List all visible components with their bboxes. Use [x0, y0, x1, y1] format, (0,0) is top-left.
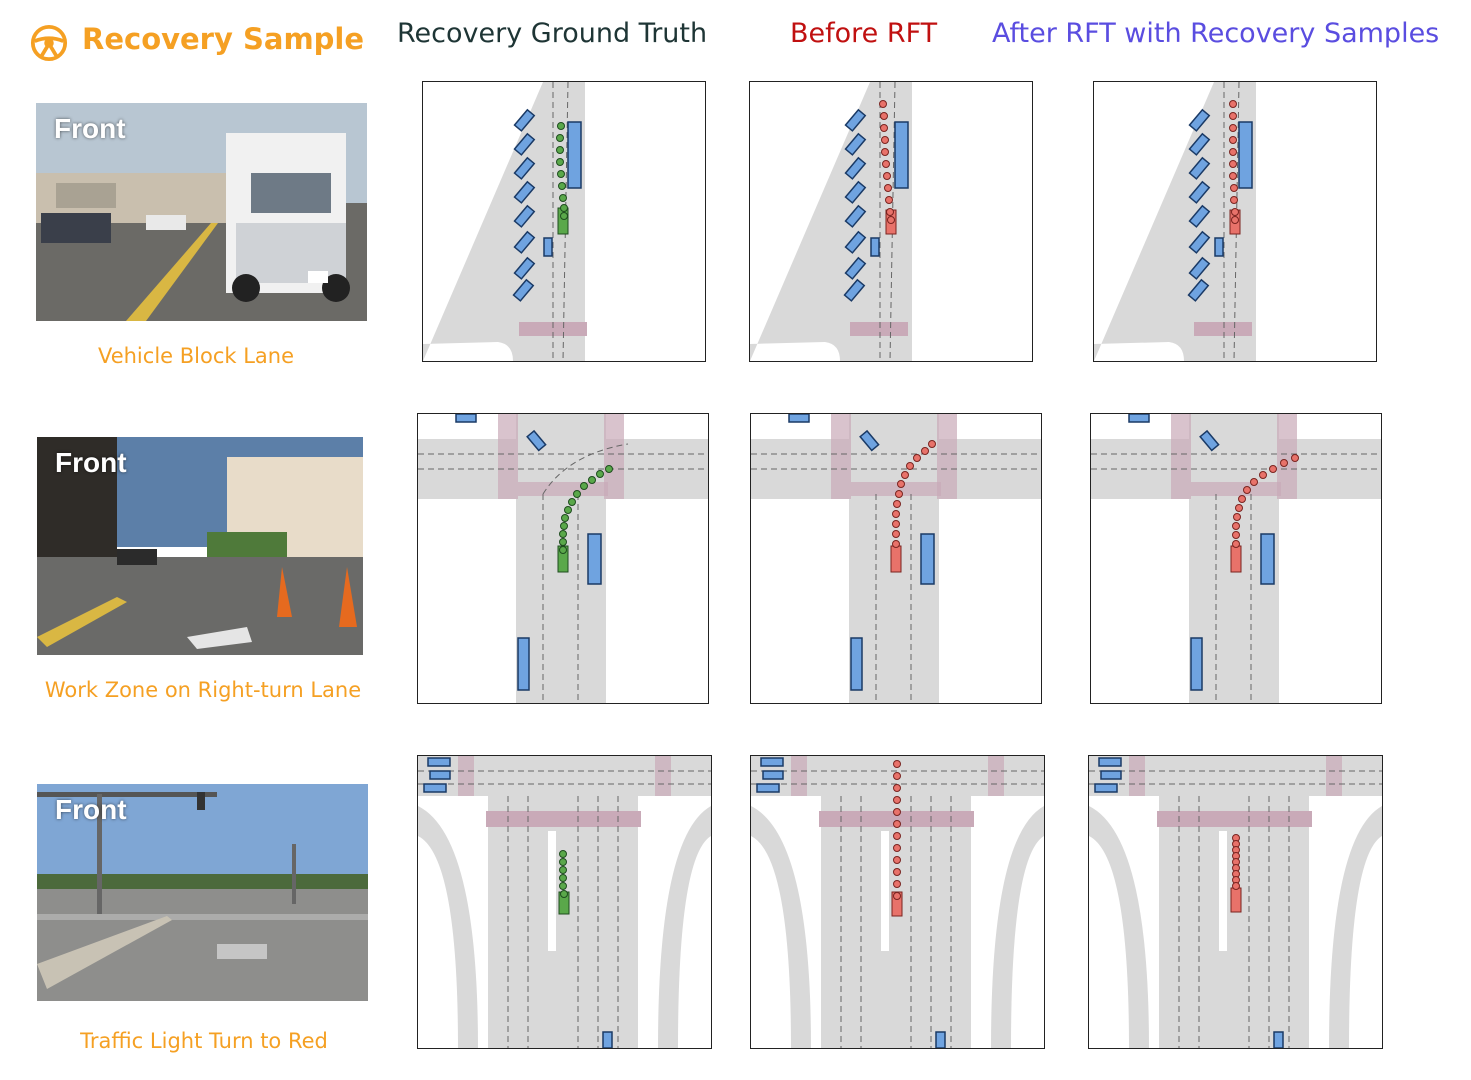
front-camera-image-row-3: Front: [37, 784, 368, 1001]
ground-truth-map-row-3: [417, 755, 712, 1049]
front-camera-image-row-2: Front: [37, 437, 363, 655]
scenario-caption: Traffic Light Turn to Red: [80, 1029, 328, 1053]
camera-label: Front: [55, 794, 127, 825]
page-title: Recovery Sample: [82, 22, 365, 56]
after-rft-map-row-3: [1088, 755, 1383, 1049]
camera-label: Front: [55, 447, 127, 478]
steering-wheel-icon: [30, 24, 68, 62]
scenario-caption: Vehicle Block Lane: [97, 344, 295, 368]
after-rft-map-row-1: [1093, 81, 1377, 362]
camera-label: Front: [54, 113, 126, 144]
column-header-before-rft: Before RFT: [790, 18, 938, 49]
ground-truth-map-row-2: [417, 413, 709, 704]
column-header-after-rft: After RFT with Recovery Samples: [992, 18, 1440, 49]
column-header-ground-truth: Recovery Ground Truth: [397, 18, 708, 49]
before-rft-map-row-2: [750, 413, 1042, 704]
scenario-caption: Work Zone on Right-turn Lane: [44, 678, 362, 702]
after-rft-map-row-2: [1090, 413, 1382, 704]
before-rft-map-row-1: [749, 81, 1033, 362]
ground-truth-map-row-1: [422, 81, 706, 362]
before-rft-map-row-3: [750, 755, 1045, 1049]
front-camera-image-row-1: Front: [36, 103, 367, 321]
